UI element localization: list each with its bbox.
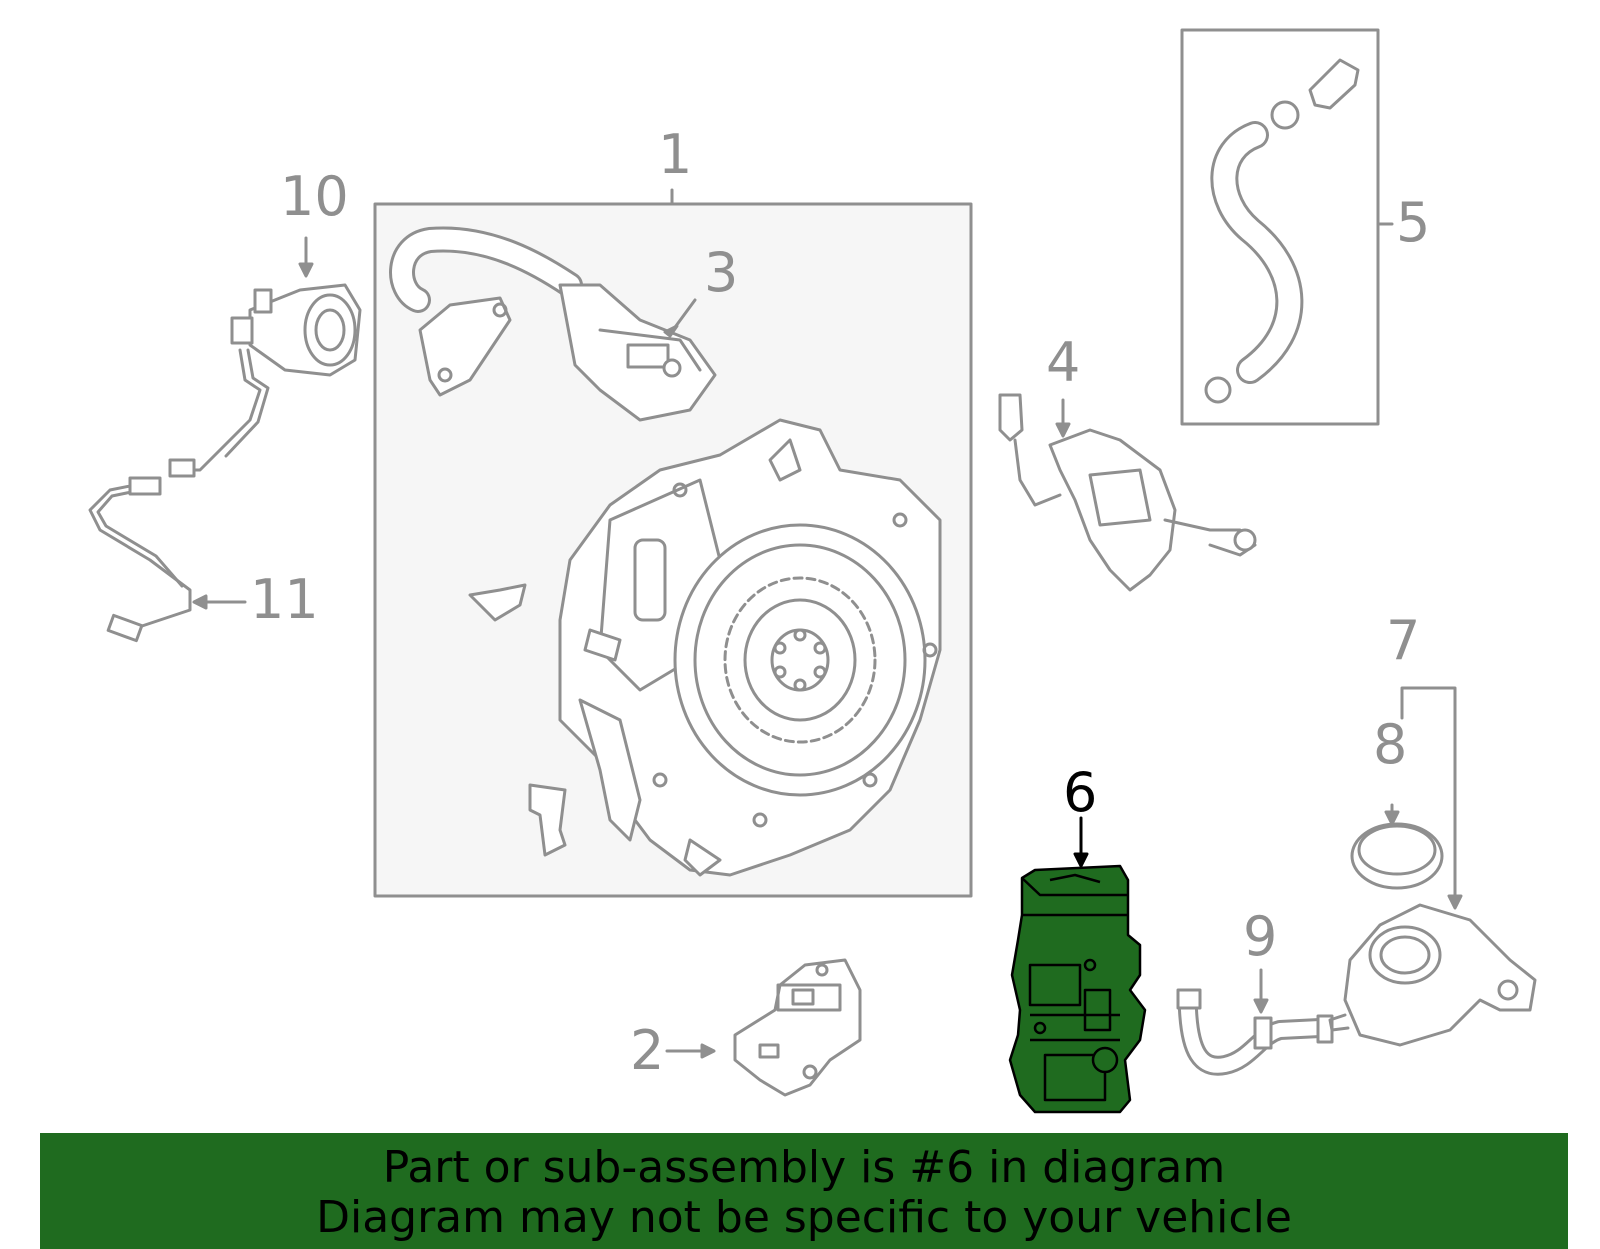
info-banner: Part or sub-assembly is #6 in diagram Di… bbox=[40, 1133, 1568, 1249]
callout-1: 1 bbox=[658, 123, 693, 186]
banner-line-1: Part or sub-assembly is #6 in diagram bbox=[382, 1142, 1226, 1193]
callout-5: 5 bbox=[1396, 191, 1431, 254]
callout-7: 7 bbox=[1386, 609, 1421, 672]
part-4-bracket bbox=[998, 393, 1257, 592]
part-3-cable-harness bbox=[389, 226, 717, 422]
callout-8: 8 bbox=[1373, 713, 1408, 776]
part-5-hose bbox=[1204, 58, 1360, 404]
part-8-cap bbox=[1350, 822, 1444, 890]
part-7-reservoir bbox=[1328, 903, 1537, 1047]
callout-11: 11 bbox=[250, 568, 319, 631]
callout-10: 10 bbox=[280, 165, 349, 228]
part-2-mount bbox=[733, 958, 862, 1097]
part-11-sensor-wire bbox=[88, 348, 270, 643]
small-bracket-lower bbox=[528, 783, 567, 857]
callout-4: 4 bbox=[1046, 331, 1081, 394]
part-6-highlighted-unit bbox=[1008, 864, 1147, 1114]
part-10-sensor bbox=[230, 283, 362, 377]
small-bracket-upper bbox=[468, 583, 527, 622]
callout-2: 2 bbox=[630, 1019, 665, 1082]
callout-9: 9 bbox=[1243, 905, 1278, 968]
banner-line-2: Diagram may not be specific to your vehi… bbox=[316, 1192, 1292, 1243]
part-1-motor-assembly bbox=[558, 418, 942, 877]
callout-3: 3 bbox=[704, 241, 739, 304]
part-9-hose bbox=[1176, 988, 1334, 1076]
callout-6: 6 bbox=[1063, 761, 1098, 824]
